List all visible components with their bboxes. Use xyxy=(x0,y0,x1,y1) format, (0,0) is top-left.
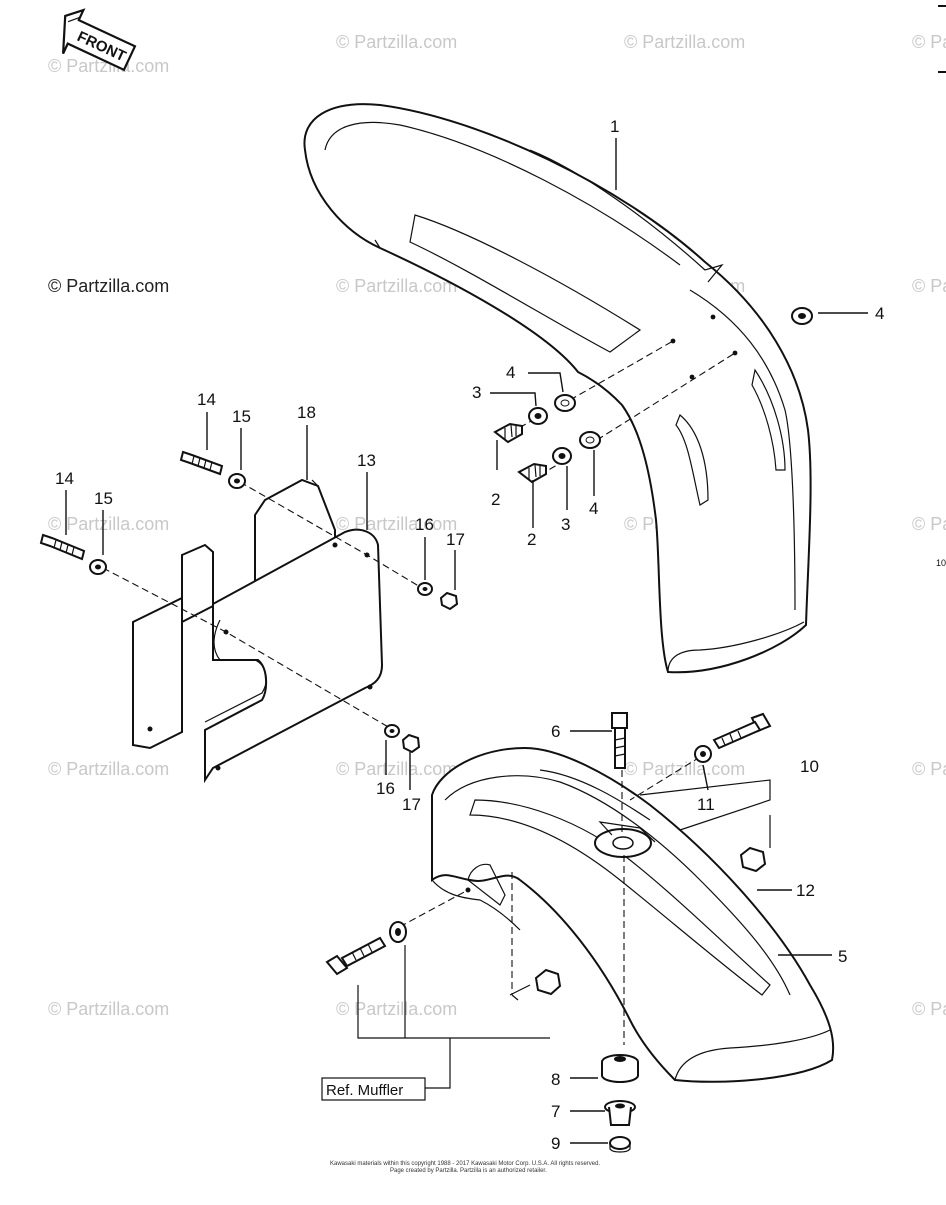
grommet-part-8 xyxy=(601,1054,639,1083)
callout-5: 5 xyxy=(838,947,847,966)
callout-10: 10 xyxy=(800,757,819,776)
callout-7: 7 xyxy=(551,1102,560,1121)
callout-17: 17 xyxy=(446,530,465,549)
nut-part-4 xyxy=(791,307,813,325)
watermark: © Partzilla.com xyxy=(48,276,169,296)
washer-part-3 xyxy=(528,407,548,425)
callouts: 1 4 4 3 2 2 3 4 14 15 18 13 14 15 16 17 … xyxy=(55,117,884,1153)
watermark: © Partzilla.com xyxy=(912,999,946,1019)
watermark: © Partzilla.com xyxy=(48,999,169,1019)
bolt-part-6 xyxy=(611,712,628,769)
ref-muffler-box xyxy=(321,1077,426,1101)
bolt-part-2 xyxy=(517,462,547,484)
bolt-part-14 xyxy=(179,450,224,476)
callout-17: 17 xyxy=(402,795,421,814)
bolt-part-14 xyxy=(39,533,86,561)
callout-4: 4 xyxy=(506,363,515,382)
nut-part-12 xyxy=(739,846,767,873)
ref-muffler-label: Ref. Muffler xyxy=(326,1082,403,1099)
watermark: © Partzilla.com xyxy=(912,276,946,296)
callout-6: 6 xyxy=(551,722,560,741)
collar-part-7 xyxy=(604,1100,636,1126)
washer-part-3 xyxy=(552,447,572,465)
callout-4: 4 xyxy=(589,499,598,518)
callout-16: 16 xyxy=(376,779,395,798)
nut-part-17 xyxy=(401,733,421,754)
washer-part-4 xyxy=(579,431,601,449)
callout-14: 14 xyxy=(55,469,74,488)
watermark: © Partzilla.com xyxy=(336,999,457,1019)
nut-part-rear-inner xyxy=(534,968,562,996)
footer-retailer: Page created by Partzilla. Partzilla is … xyxy=(390,1168,547,1174)
footer-copyright: Kawasaki materials within this copyright… xyxy=(330,1161,600,1167)
callout-15: 15 xyxy=(232,407,251,426)
edge-text: 10 xyxy=(936,558,946,568)
callout-13: 13 xyxy=(357,451,376,470)
washer-part-11 xyxy=(694,745,712,763)
watermark: © Partzilla.com xyxy=(336,759,457,779)
rear-fender-part-5 xyxy=(431,746,835,1083)
edge-marks xyxy=(938,5,946,73)
callout-14: 14 xyxy=(197,390,216,409)
callout-2: 2 xyxy=(491,490,500,509)
watermark: © Partzilla.com xyxy=(624,32,745,52)
callout-16: 16 xyxy=(415,515,434,534)
washer-ref-muffler xyxy=(389,921,407,943)
washer-part-4 xyxy=(554,394,576,412)
callout-4: 4 xyxy=(875,304,884,323)
callout-1: 1 xyxy=(610,117,619,136)
nut-part-9 xyxy=(609,1136,631,1153)
callout-11: 11 xyxy=(697,795,715,814)
callout-8: 8 xyxy=(551,1070,560,1089)
watermark: © Partzilla.com xyxy=(624,759,745,779)
watermark: © Partzilla.com xyxy=(48,759,169,779)
watermark: © Partzilla.com xyxy=(912,32,946,52)
bolt-part-10 xyxy=(712,712,772,750)
watermark: © Partzilla.com xyxy=(336,276,457,296)
watermark: © Partzilla.com xyxy=(912,514,946,534)
callout-18: 18 xyxy=(297,403,316,422)
callout-12: 12 xyxy=(796,881,815,900)
nut-part-17 xyxy=(439,591,459,611)
callout-15: 15 xyxy=(94,489,113,508)
callout-3: 3 xyxy=(561,515,570,534)
watermark: © Partzilla.com xyxy=(336,32,457,52)
watermark: © Partzilla.com xyxy=(912,759,946,779)
watermark: © Partzilla.com xyxy=(48,56,169,76)
callout-3: 3 xyxy=(472,383,481,402)
bolt-part-ref-muffler xyxy=(325,936,387,976)
bolt-part-2 xyxy=(493,422,523,444)
callout-2: 2 xyxy=(527,530,536,549)
callout-9: 9 xyxy=(551,1134,560,1153)
front-fender-part-1 xyxy=(303,103,812,674)
watermark: © Partzilla.com xyxy=(48,514,169,534)
